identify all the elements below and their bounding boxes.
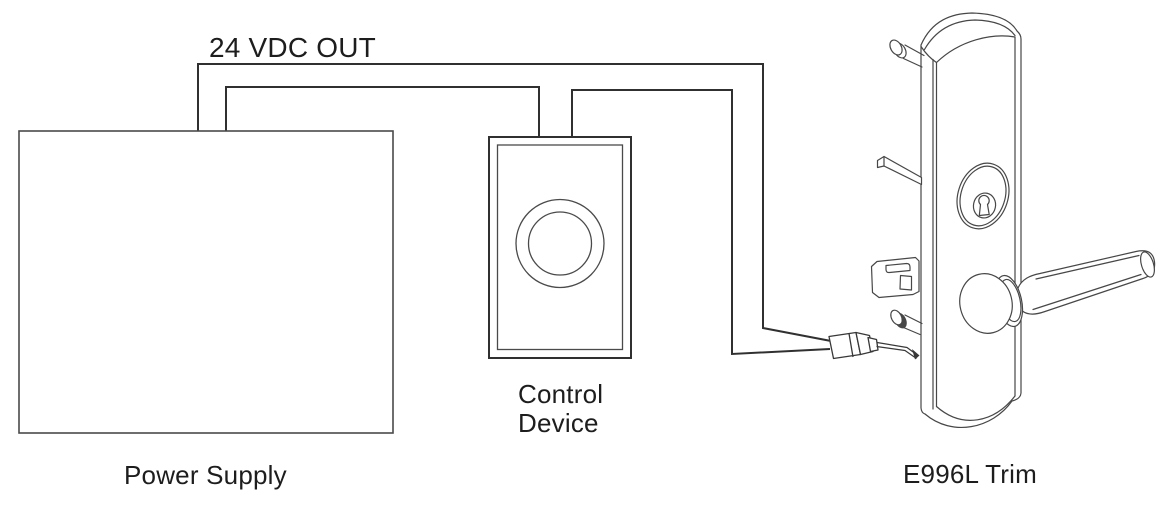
- wire-connector: [828, 331, 920, 360]
- control-device-box: [488, 136, 632, 359]
- control-device-label-line1: Control: [518, 379, 604, 409]
- top-mounting-pin-icon: [889, 39, 925, 68]
- wire-control-to-trim: [571, 89, 831, 356]
- handle-hub: [959, 273, 1013, 334]
- connector-lead-wires: [876, 341, 919, 359]
- key-cylinder-icon: [956, 162, 1010, 230]
- control-device-label: Control Device: [518, 380, 603, 438]
- blade-tab-icon: [876, 155, 923, 186]
- middle-pin-icon: [890, 309, 923, 336]
- e996l-trim-illustration: [870, 12, 1156, 428]
- wire-24vdc-out: [197, 63, 832, 342]
- power-supply-box: [18, 130, 394, 434]
- control-device-button: [515, 198, 605, 289]
- fork-bracket-icon: [870, 256, 920, 299]
- lever-handle: [959, 250, 1156, 334]
- power-supply-label: Power Supply: [124, 460, 287, 490]
- control-device-label-line2: Device: [518, 408, 599, 438]
- wire-voltage-label: 24 VDC OUT: [209, 32, 376, 63]
- wire-power-to-control: [225, 86, 540, 137]
- e996l-trim-label: E996L Trim: [903, 459, 1037, 489]
